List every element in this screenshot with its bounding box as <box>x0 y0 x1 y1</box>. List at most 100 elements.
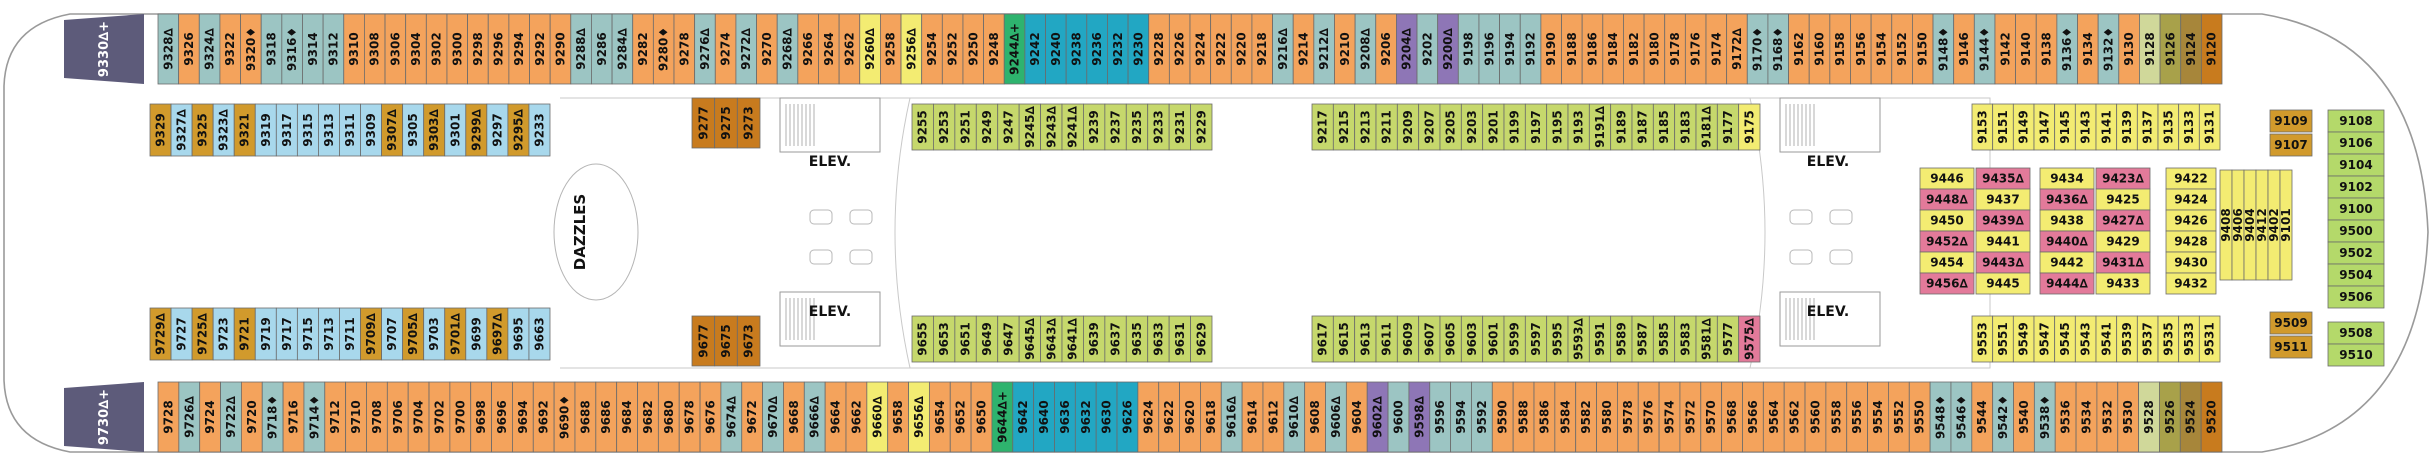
cabin[interactable]: 9729∆ <box>149 307 172 361</box>
cabin[interactable]: 9140 <box>2015 13 2037 85</box>
cabin[interactable]: 9277 <box>691 97 716 149</box>
cabin[interactable]: 9537 <box>2136 315 2159 363</box>
cabin[interactable]: 9600 <box>1387 381 1410 453</box>
cabin[interactable]: 9642 <box>1012 381 1035 453</box>
cabin-box[interactable] <box>1738 103 1761 151</box>
cabin-box[interactable] <box>2269 335 2313 359</box>
cabin[interactable]: 9615 <box>1332 315 1356 363</box>
cabin[interactable]: 9200∆ <box>1437 13 1459 85</box>
cabin[interactable]: 9433 <box>2095 272 2151 295</box>
cabin[interactable]: 9598∆ <box>1408 381 1431 453</box>
cabin[interactable]: 9276∆ <box>694 13 716 85</box>
cabin[interactable]: 9604 <box>1345 381 1368 453</box>
cabin[interactable]: 9618 <box>1200 381 1222 453</box>
cabin[interactable]: 9158 <box>1829 13 1851 85</box>
cabin[interactable]: 9153 <box>1971 103 1994 151</box>
cabin[interactable]: 9256∆ <box>900 13 923 85</box>
cabin[interactable]: 9550 <box>1908 381 1931 453</box>
cabin[interactable]: 9530 <box>2117 381 2140 453</box>
cabin[interactable]: 9443∆ <box>1975 251 2031 274</box>
cabin[interactable]: 9304 <box>405 13 427 85</box>
cabin[interactable]: 9456∆ <box>1919 272 1975 295</box>
cabin[interactable]: 9138 <box>2035 13 2058 85</box>
cabin[interactable]: 9446 <box>1919 167 1975 190</box>
cabin[interactable]: 9408 <box>2219 169 2233 281</box>
cabin[interactable]: 9608 <box>1304 381 1326 453</box>
cabin[interactable]: 9253 <box>933 103 956 151</box>
cabin-box[interactable] <box>1738 315 1761 363</box>
cabin[interactable]: 9612 <box>1262 381 1285 453</box>
cabin[interactable]: 9701∆ <box>444 307 467 361</box>
cabin[interactable]: 9716 <box>282 381 305 453</box>
cabin[interactable]: 9404 <box>2243 169 2257 281</box>
cabin[interactable]: 9576 <box>1637 381 1660 453</box>
cabin[interactable]: 9651 <box>954 315 977 363</box>
cabin[interactable]: 9242 <box>1024 13 1046 85</box>
cabin[interactable]: 9560 <box>1804 381 1827 453</box>
cabin[interactable]: 9686 <box>595 381 618 453</box>
cabin[interactable]: 9655 <box>911 315 934 363</box>
cabin[interactable]: 9650 <box>970 381 993 453</box>
cabin[interactable]: 9317 <box>275 103 298 157</box>
cabin[interactable]: 9653 <box>933 315 956 363</box>
cabin[interactable]: 9170♦ <box>1746 13 1769 85</box>
cabin[interactable]: 9233 <box>1147 103 1170 151</box>
cabin[interactable]: 9228 <box>1148 13 1170 85</box>
cabin[interactable]: 9545 <box>2054 315 2076 363</box>
cabin[interactable]: 9199 <box>1503 103 1526 151</box>
cabin[interactable]: 9587 <box>1631 315 1654 363</box>
cabin[interactable]: 9328∆ <box>157 13 180 85</box>
cabin[interactable]: 9218 <box>1251 13 1273 85</box>
cabin[interactable]: 9237 <box>1104 103 1127 151</box>
cabin[interactable]: 9274 <box>714 13 737 85</box>
cabin[interactable]: 9705∆ <box>402 307 425 361</box>
cabin[interactable]: 9597 <box>1524 315 1548 363</box>
cabin[interactable]: 9668 <box>783 381 805 453</box>
cabin[interactable]: 9145 <box>2054 103 2076 151</box>
cabin[interactable]: 9183 <box>1674 103 1697 151</box>
cabin[interactable]: 9688 <box>574 381 597 453</box>
cabin[interactable]: 9500 <box>2327 219 2385 243</box>
cabin[interactable]: 9578 <box>1616 381 1639 453</box>
cabin[interactable]: 9611 <box>1375 315 1398 363</box>
cabin[interactable]: 9249 <box>975 103 999 151</box>
cabin[interactable]: 9187 <box>1631 103 1654 151</box>
cabin[interactable]: 9160 <box>1808 13 1831 85</box>
cabin[interactable]: 9192 <box>1519 13 1542 85</box>
cabin[interactable]: 9196 <box>1478 13 1500 85</box>
cabin[interactable]: 9591 <box>1588 315 1612 363</box>
cabin[interactable]: 9553 <box>1971 315 1994 363</box>
bow-cabin[interactable]: 9330∆+ <box>64 14 144 84</box>
cabin-box[interactable] <box>736 97 761 149</box>
cabin[interactable]: 9549 <box>2012 315 2035 363</box>
cabin[interactable]: 9700 <box>449 381 472 453</box>
cabin[interactable]: 9147 <box>2033 103 2056 151</box>
cabin[interactable]: 9248 <box>983 13 1005 85</box>
cabin[interactable]: 9323∆ <box>212 103 235 157</box>
cabin[interactable]: 9210 <box>1334 13 1356 85</box>
cabin[interactable]: 9609 <box>1396 315 1420 363</box>
cabin[interactable]: 9288∆ <box>570 13 592 85</box>
cabin[interactable]: 9208∆ <box>1354 13 1377 85</box>
cabin[interactable]: 9599 <box>1503 315 1526 363</box>
cabin[interactable]: 9577 <box>1716 315 1740 363</box>
cabin[interactable]: 9434 <box>2039 167 2095 190</box>
cabin[interactable]: 9546♦ <box>1950 381 1973 453</box>
cabin[interactable]: 9556 <box>1846 381 1868 453</box>
cabin[interactable]: 9230 <box>1127 13 1150 85</box>
cabin[interactable]: 9250 <box>962 13 985 85</box>
cabin[interactable]: 9326 <box>178 13 200 85</box>
cabin[interactable]: 9715 <box>296 307 319 361</box>
cabin[interactable]: 9630 <box>1095 381 1118 453</box>
cabin[interactable]: 9231 <box>1168 103 1191 151</box>
cabin[interactable]: 9592 <box>1471 381 1493 453</box>
cabin[interactable]: 9673 <box>736 315 761 367</box>
cabin[interactable]: 9144♦ <box>1973 13 1996 85</box>
cabin[interactable]: 9412 <box>2255 169 2269 281</box>
cabin[interactable]: 9708 <box>366 381 388 453</box>
cabin[interactable]: 9450 <box>1919 209 1975 232</box>
cabin[interactable]: 9322 <box>219 13 241 85</box>
cabin[interactable]: 9580 <box>1596 381 1618 453</box>
cabin[interactable]: 9316♦ <box>281 13 303 85</box>
cabin[interactable]: 9440∆ <box>2039 230 2095 253</box>
